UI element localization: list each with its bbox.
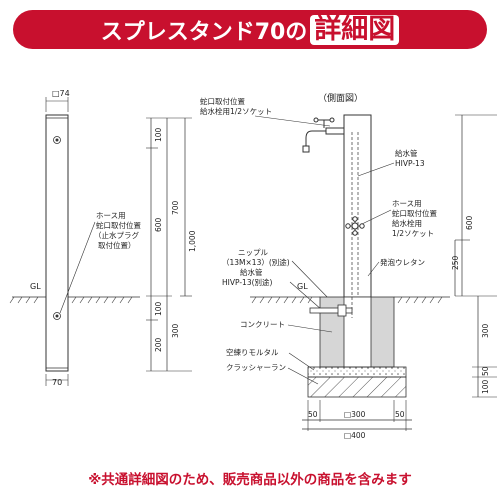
side-view-heading: （側面図） xyxy=(318,92,363,104)
faucet-icon xyxy=(302,117,345,153)
side-dim-bottom-total: □400 xyxy=(344,431,366,440)
side-faucet-label-2: 給水栓用1/2ソケット xyxy=(200,106,272,116)
front-dim-total: 1,000 xyxy=(188,230,197,252)
front-dim-600: 600 xyxy=(154,217,163,232)
side-hose-label-1: ホース用 xyxy=(392,199,422,208)
front-hose-label-2: 蛇口取付位置 xyxy=(96,220,141,230)
side-dim-bottom-50-left: 50 xyxy=(308,410,318,419)
title-emphasis: 詳細図 xyxy=(310,14,400,45)
front-dim-100-bottom: 100 xyxy=(154,301,163,316)
side-hose-label-3: 給水栓用 xyxy=(392,218,422,228)
side-dim-bottom-300: □300 xyxy=(344,410,366,419)
front-hose-label-1: ホース用 xyxy=(96,211,126,220)
title-banner: スプレスタンド70の 詳細図 xyxy=(13,10,487,49)
front-post xyxy=(45,114,69,372)
side-faucet-label-1: 蛇口取付位置 xyxy=(200,96,245,106)
side-concrete-label: コンクリート xyxy=(240,320,285,329)
side-foam-label: 発泡ウレタン xyxy=(380,257,425,267)
side-pipe-under-label-1: 給水管 xyxy=(240,267,263,277)
front-dim-200: 200 xyxy=(154,337,163,352)
side-crusher-label: クラッシャーラン xyxy=(226,363,286,372)
crusher-run-layer xyxy=(307,376,407,398)
side-nipple-label-1: ニップル xyxy=(238,248,268,257)
side-dim-300: 300 xyxy=(481,323,490,338)
front-top-size: □74 xyxy=(52,89,70,98)
side-water-pipe-label-2: HIVP-13 xyxy=(395,159,425,168)
side-dim-250: 250 xyxy=(451,255,460,270)
side-hose-label-4: 1/2ソケット xyxy=(392,229,434,238)
front-hose-label-3: （止水プラグ xyxy=(94,230,139,240)
front-bottom-size: 70 xyxy=(52,378,62,387)
side-mortar-label: 空練りモルタル xyxy=(226,347,279,357)
front-dim-300: 300 xyxy=(171,323,180,338)
side-hose-label-2: 蛇口取付位置 xyxy=(392,208,437,218)
side-pipe-under-label-2: HIVP-13(別途) xyxy=(222,277,273,287)
side-dim-100: 100 xyxy=(481,379,490,394)
title-main: スプレスタンド70の xyxy=(100,19,308,45)
mortar-layer xyxy=(307,366,407,378)
side-water-pipe-label-1: 給水管 xyxy=(395,148,418,158)
front-dim-100-top: 100 xyxy=(154,127,163,142)
front-hose-label-4: 取付位置） xyxy=(98,240,136,250)
footer-note: ※共通詳細図のため、販売商品以外の商品を含みます xyxy=(88,472,412,488)
side-dim-50: 50 xyxy=(481,366,490,376)
side-gl-label: GL xyxy=(297,282,308,291)
hose-valve-icon xyxy=(345,216,365,236)
side-dim-600: 600 xyxy=(465,215,474,230)
side-nipple-label-2: （13M×13）(別途) xyxy=(222,257,290,267)
side-view: （側面図） 蛇口取付位置 給水栓用1/2ソケット 給水管 HIVP-13 xyxy=(200,92,497,440)
front-dim-700: 700 xyxy=(171,200,180,215)
front-gl-label: GL xyxy=(30,282,41,291)
front-view: □74 70 ホース用 蛇口取付位置 （止水プラグ 取付位置） GL xyxy=(9,89,197,387)
side-dim-bottom-50-right: 50 xyxy=(395,410,405,419)
